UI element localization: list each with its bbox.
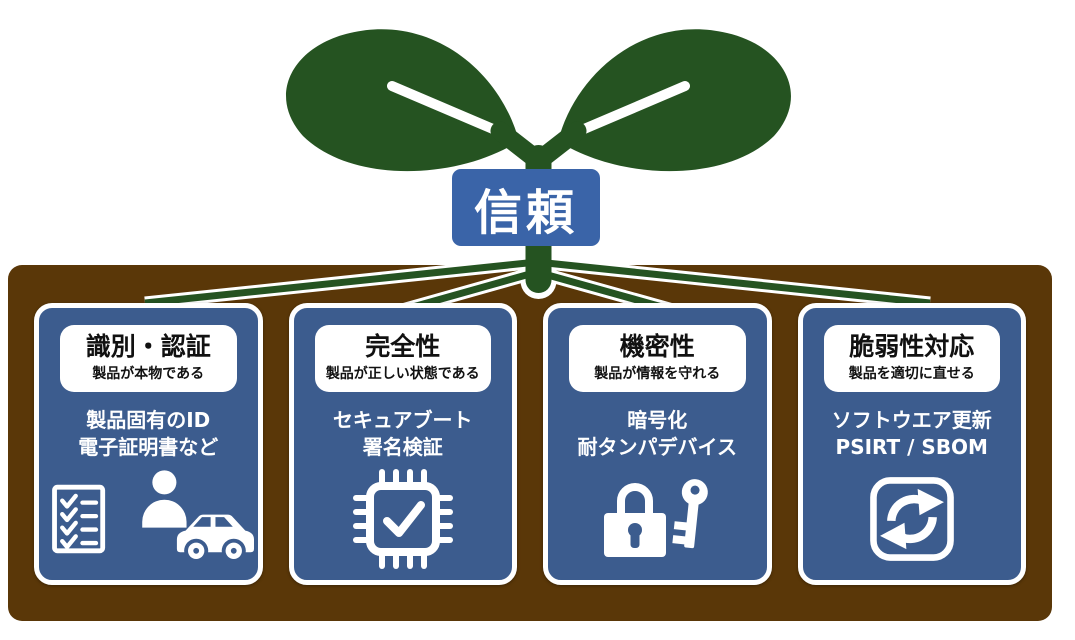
card-icon-zone <box>39 466 258 572</box>
card-body-line: 耐タンパデバイス <box>577 435 737 459</box>
card-title-box: 機密性 製品が情報を守れる <box>569 325 746 392</box>
card-body-text: セキュアブート 署名検証 <box>294 407 513 461</box>
leaf-left <box>286 29 519 172</box>
card-subtitle: 製品を適切に直せる <box>848 366 975 382</box>
seedling-icon <box>286 29 791 218</box>
card-confidentiality: 機密性 製品が情報を守れる 暗号化 耐タンパデバイス <box>543 303 772 585</box>
card-title: 機密性 <box>619 332 695 361</box>
card-vulnerability-response: 脆弱性対応 製品を適切に直せる ソフトウエア更新 PSIRT / SBOM <box>797 303 1026 585</box>
card-title-box: 完全性 製品が正しい状態である <box>314 325 491 392</box>
card-title: 識別・認証 <box>85 332 211 361</box>
card-icon-zone <box>294 466 513 572</box>
trust-label: 信頼 <box>452 169 600 246</box>
sync-arrows-icon <box>879 488 944 550</box>
card-body-text: 暗号化 耐タンパデバイス <box>548 407 767 461</box>
card-subtitle: 製品が本物である <box>92 366 205 382</box>
card-body-line: 署名検証 <box>362 435 443 459</box>
card-body-text: ソフトウエア更新 PSIRT / SBOM <box>803 407 1022 461</box>
card-integrity: 完全性 製品が正しい状態である セキュアブート 署名検証 <box>288 303 517 585</box>
car-icon <box>177 514 255 563</box>
checklist-icon <box>52 484 106 554</box>
card-title: 完全性 <box>365 332 441 361</box>
card-title-box: 識別・認証 製品が本物である <box>60 325 237 392</box>
card-title: 脆弱性対応 <box>849 332 975 361</box>
card-subtitle: 製品が正しい状態である <box>325 366 480 382</box>
card-title-box: 脆弱性対応 製品を適切に直せる <box>823 325 1000 392</box>
card-identification-authentication: 識別・認証 製品が本物である 製品固有のID 電子証明書など <box>34 303 263 585</box>
card-icon-zone <box>548 466 767 572</box>
key-icon <box>672 479 709 549</box>
software-update-icon <box>869 477 954 561</box>
card-body-line: 暗号化 <box>627 408 688 432</box>
person-icon <box>142 470 187 528</box>
card-body-line: PSIRT / SBOM <box>835 435 988 459</box>
chip-check-icon <box>352 469 453 569</box>
card-body-text: 製品固有のID 電子証明書など <box>39 407 258 461</box>
card-body-line: セキュアブート <box>332 408 473 432</box>
lock-icon <box>604 483 667 557</box>
lock-key-icons <box>604 479 709 557</box>
leaf-right <box>558 29 791 172</box>
card-body-line: 製品固有のID <box>86 408 211 432</box>
root-strands <box>144 258 931 316</box>
card-body-line: 電子証明書など <box>78 435 219 459</box>
card-icon-zone <box>803 466 1022 572</box>
identity-icons <box>52 470 255 563</box>
card-subtitle: 製品が情報を守れる <box>594 366 721 382</box>
card-row: 識別・認証 製品が本物である 製品固有のID 電子証明書など <box>8 265 1052 621</box>
card-body-line: ソフトウエア更新 <box>831 408 992 432</box>
